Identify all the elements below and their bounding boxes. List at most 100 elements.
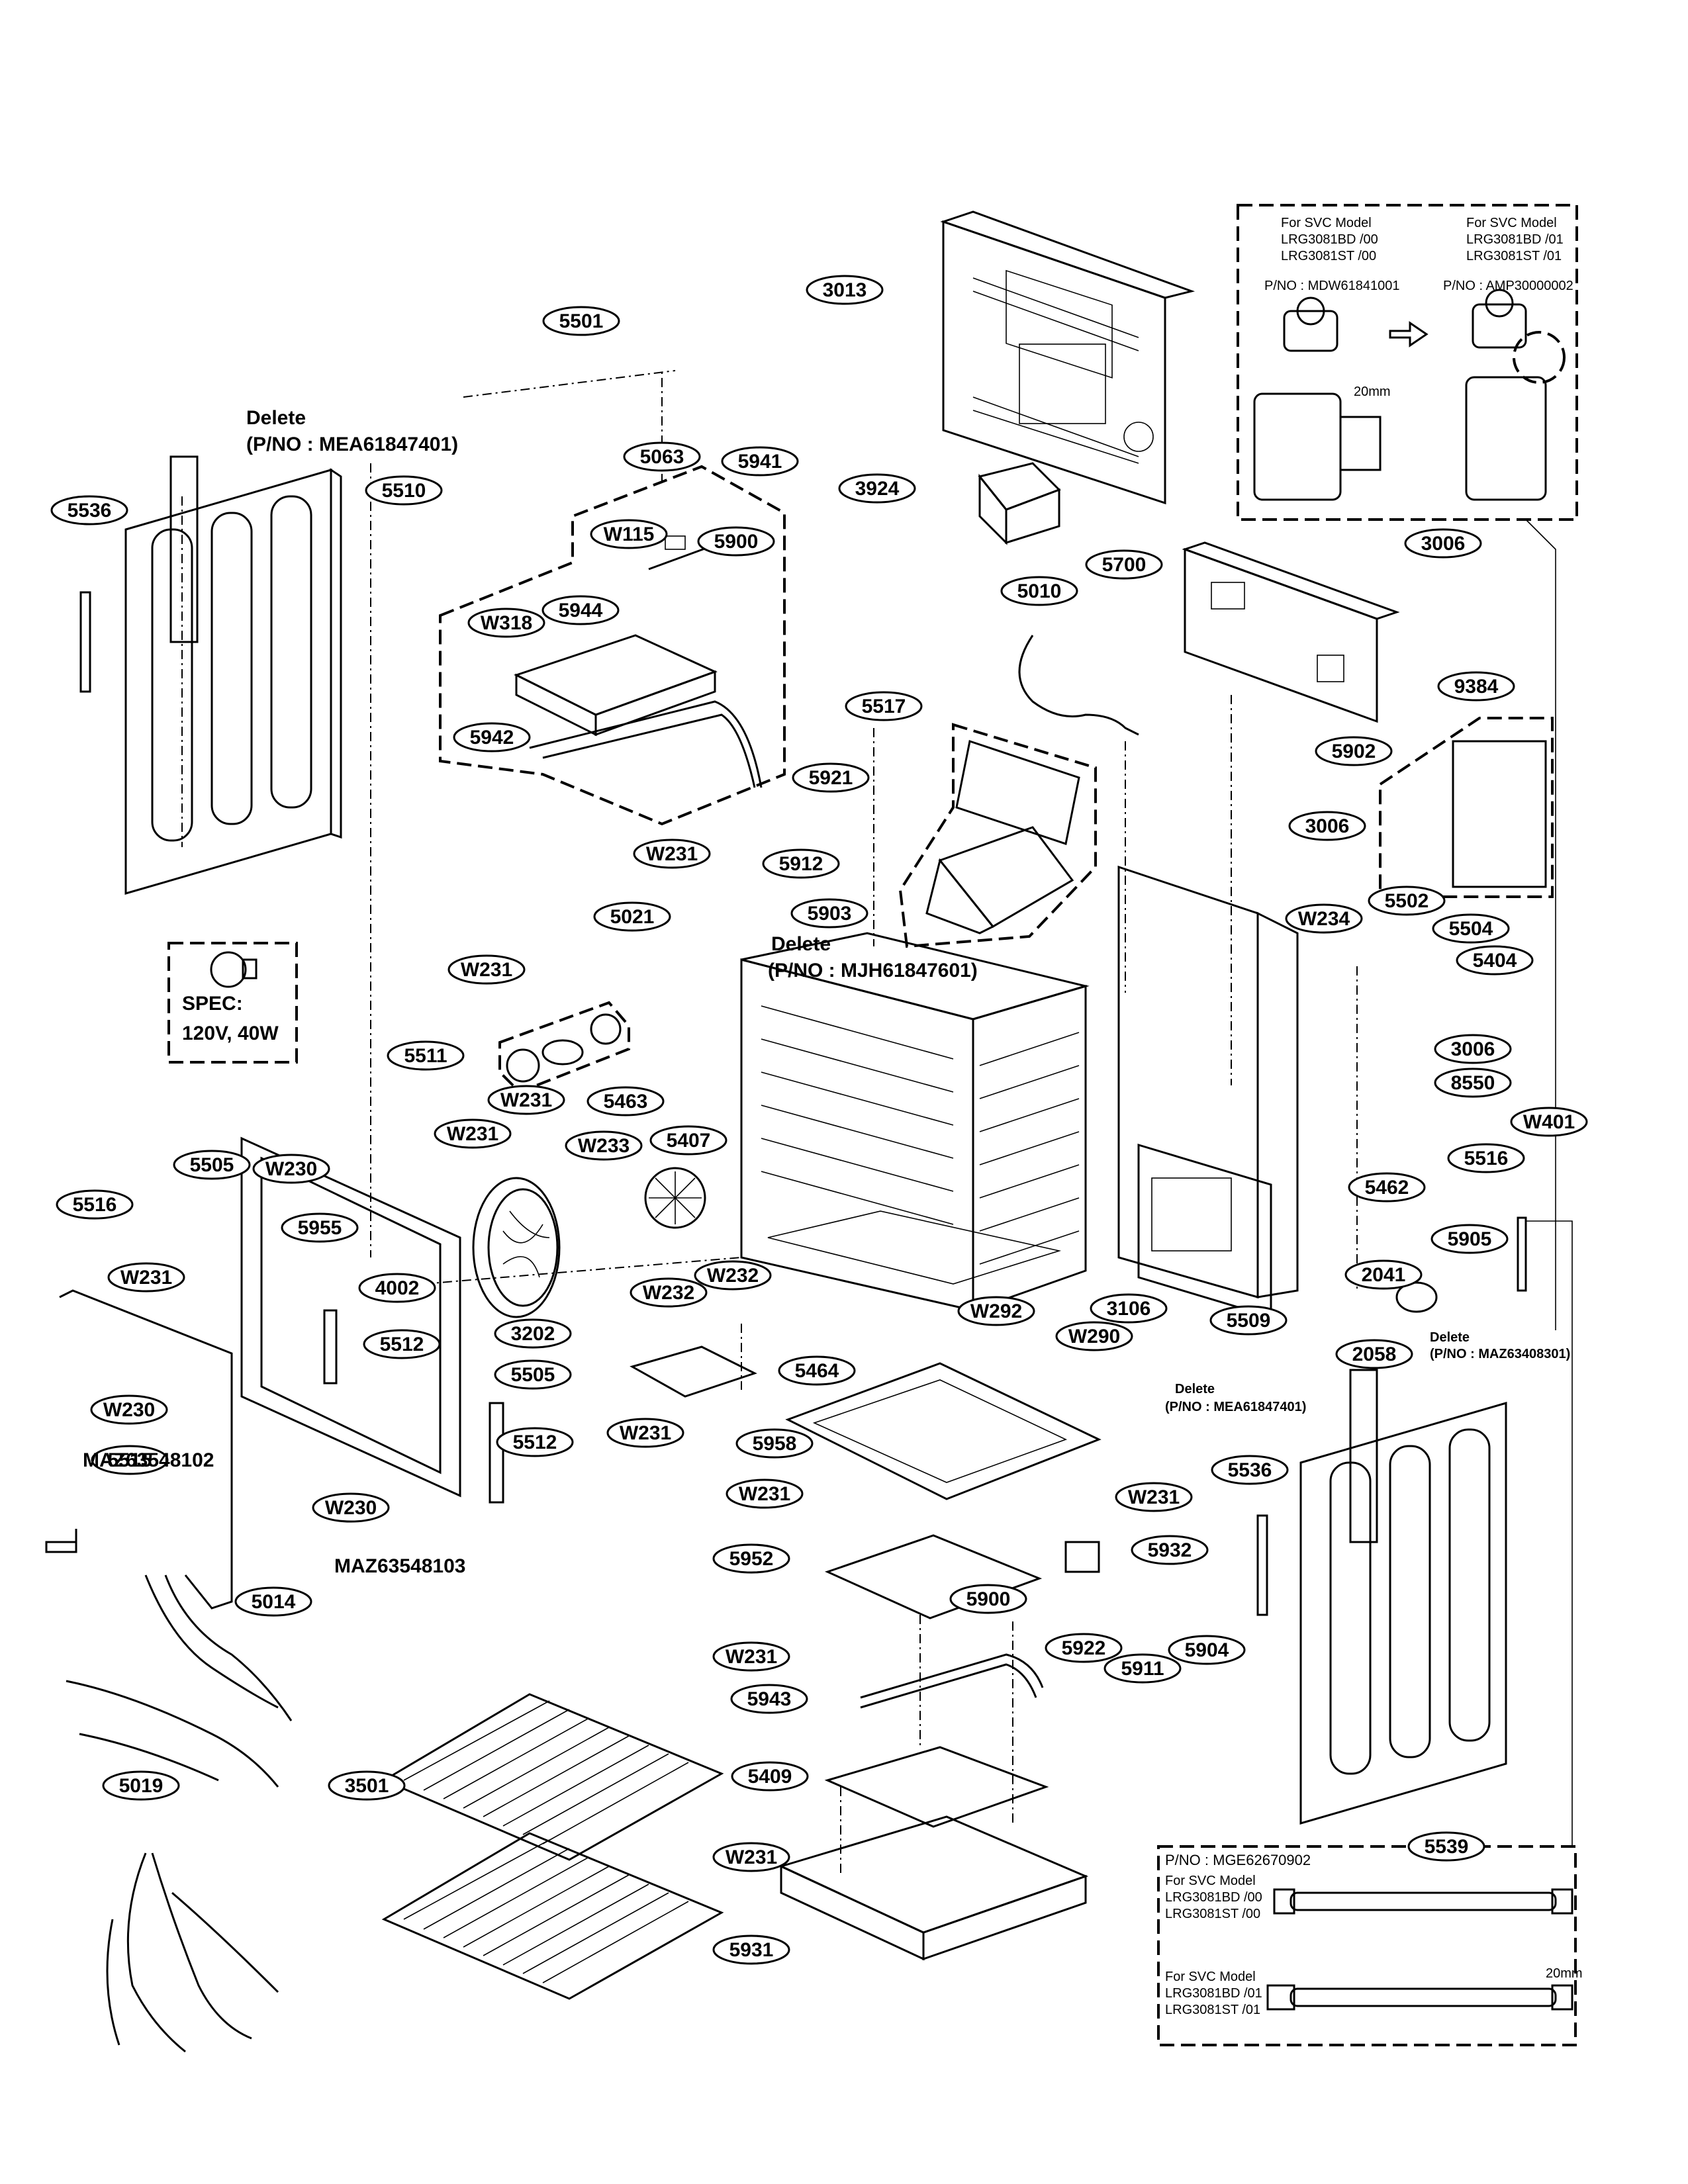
callout-oval xyxy=(363,1329,441,1359)
note-delete-left-pno: (P/NO : MEA61847401) xyxy=(246,433,459,455)
callout-5505: 5505 xyxy=(494,1359,572,1393)
callout-label: 5958 xyxy=(753,1433,797,1455)
bottom-frame-5958-drawing xyxy=(785,1362,1102,1500)
callout-oval xyxy=(649,1125,727,1156)
callout-label: W230 xyxy=(265,1158,317,1180)
door-frame-drawing xyxy=(240,1136,504,1504)
callout-label: 4002 xyxy=(375,1277,420,1299)
hose-b-model-2: LRG3081ST /01 xyxy=(1165,2003,1261,2017)
callout-label: W234 xyxy=(1298,908,1350,930)
callout-oval xyxy=(606,1418,684,1448)
callout-label: W231 xyxy=(1128,1486,1180,1508)
callout-w232: W232 xyxy=(694,1260,772,1294)
callout-oval xyxy=(1335,1339,1413,1369)
callout-5942: 5942 xyxy=(453,722,531,756)
callout-4002: 4002 xyxy=(358,1273,436,1306)
callout-oval xyxy=(453,722,531,752)
callout-oval xyxy=(1045,1633,1123,1663)
callout-label: 5900 xyxy=(714,531,759,553)
callout-oval xyxy=(1368,886,1446,916)
callout-oval xyxy=(281,1212,359,1243)
callout-label: W292 xyxy=(970,1300,1022,1322)
callout-label: 5512 xyxy=(513,1432,557,1453)
callout-label: 5404 xyxy=(1473,950,1517,972)
callout-oval xyxy=(949,1584,1027,1614)
oven-cavity-drawing xyxy=(740,932,1090,1312)
callout-oval xyxy=(731,1761,809,1792)
flex-hose-old-drawing xyxy=(1273,1888,1573,1915)
callout-oval xyxy=(1434,1034,1512,1064)
callout-oval xyxy=(1103,1653,1182,1684)
callout-label: 5943 xyxy=(747,1688,792,1710)
hose-a-model-2: LRG3081ST /00 xyxy=(1165,1907,1261,1921)
callout-w234: W234 xyxy=(1285,903,1363,937)
callout-5515: 5515 xyxy=(91,1445,169,1479)
callout-3924: 3924 xyxy=(838,473,916,507)
callout-w231: W231 xyxy=(447,954,526,988)
callout-oval xyxy=(586,1086,665,1116)
callout-5019: 5019 xyxy=(102,1770,180,1804)
callout-oval xyxy=(721,446,799,477)
callout-label: 5501 xyxy=(559,310,604,332)
callout-label: 5942 xyxy=(470,727,514,749)
callout-oval xyxy=(90,1394,168,1425)
callout-oval xyxy=(107,1262,185,1293)
broil-element-group-outline xyxy=(439,465,786,826)
bottom-pan-drawing xyxy=(778,1815,1089,1961)
callout-label: W231 xyxy=(120,1267,172,1289)
callout-w232: W232 xyxy=(630,1277,708,1311)
callout-oval xyxy=(565,1130,643,1161)
callout-5063: 5063 xyxy=(623,441,701,475)
callout-oval xyxy=(1348,1172,1426,1203)
hose-b-model-1: LRG3081BD /01 xyxy=(1165,1986,1262,2001)
callout-5502: 5502 xyxy=(1368,886,1446,919)
callout-label: 5409 xyxy=(748,1766,792,1788)
callout-w231: W231 xyxy=(712,1641,790,1675)
callout-oval xyxy=(1456,945,1534,976)
callout-oval xyxy=(792,762,870,793)
callout-oval xyxy=(434,1118,512,1149)
callout-label: 5944 xyxy=(559,600,603,621)
callout-label: 5921 xyxy=(809,767,853,789)
callout-5010: 5010 xyxy=(1000,576,1078,610)
note-maz-1: MAZ63548102 xyxy=(83,1449,214,1471)
assembly-guide-lines xyxy=(181,370,1358,1873)
callout-label: 5063 xyxy=(640,446,684,468)
tube-connector-line xyxy=(1526,1220,1573,1846)
bake-element-drawing xyxy=(860,1653,1044,1709)
callout-oval xyxy=(1434,1068,1512,1098)
callout-label: 2041 xyxy=(1362,1264,1406,1286)
callout-oval xyxy=(447,954,526,985)
callout-label: W231 xyxy=(739,1483,790,1505)
callout-oval xyxy=(494,1359,572,1390)
valve-right-title: For SVC Model xyxy=(1466,216,1557,230)
callout-oval xyxy=(387,1040,465,1071)
callout-label: W231 xyxy=(726,1646,777,1668)
harness-5014-drawing xyxy=(66,1574,293,1788)
callout-label: 5464 xyxy=(795,1360,839,1382)
callout-label: 3006 xyxy=(1421,533,1466,555)
callout-5501: 5501 xyxy=(542,306,620,340)
valve-right-pno: P/NO : AMP30000002 xyxy=(1443,279,1573,293)
callout-oval xyxy=(623,441,701,472)
callout-5536: 5536 xyxy=(1211,1455,1289,1488)
callout-oval xyxy=(730,1684,808,1714)
callout-label: 3501 xyxy=(345,1775,389,1797)
callout-oval xyxy=(1407,1831,1485,1862)
callout-3006: 3006 xyxy=(1404,528,1482,562)
callout-label: 5536 xyxy=(68,500,112,522)
callout-label: W290 xyxy=(1068,1326,1120,1347)
callout-oval xyxy=(1085,549,1163,580)
callout-label: W115 xyxy=(604,523,655,545)
callout-5539: 5539 xyxy=(1407,1831,1485,1865)
callout-oval xyxy=(1168,1635,1246,1665)
callout-oval xyxy=(1344,1259,1423,1290)
oven-rack-lower-drawing xyxy=(381,1832,724,2000)
callout-w231: W231 xyxy=(606,1418,684,1451)
callout-oval xyxy=(712,1543,790,1574)
callout-5512: 5512 xyxy=(496,1427,574,1461)
callout-oval xyxy=(633,839,711,869)
broil-element-drawing xyxy=(514,531,763,788)
side-panel-5510-drawing xyxy=(124,455,342,895)
callout-oval xyxy=(496,1427,574,1457)
